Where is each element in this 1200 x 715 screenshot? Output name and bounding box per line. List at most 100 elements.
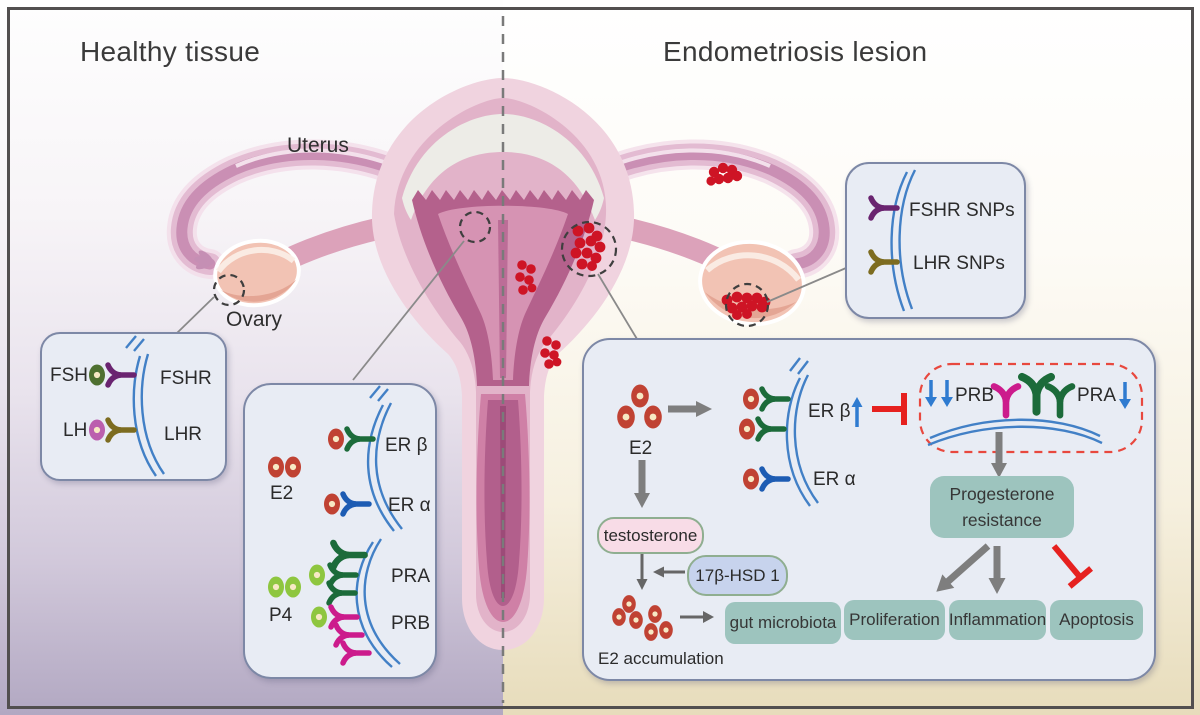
connector-ovary-to-gonadotropin-box <box>176 296 215 334</box>
er-beta-label: ER β <box>808 401 851 422</box>
healthy-tissue-title: Healthy tissue <box>80 36 261 67</box>
prb-receptor-icon <box>994 386 1018 415</box>
lesion-cluster-right-tube <box>706 162 743 186</box>
lesion-cluster-myometrium <box>515 260 537 295</box>
endometriosis-lesion-title: Endometriosis lesion <box>663 36 928 67</box>
arrow-e2-to-testosterone <box>634 460 650 508</box>
p4-ligand-icon <box>311 606 327 628</box>
connector-ovary-to-snp-box <box>766 267 847 303</box>
cell-membrane-icon <box>927 418 1103 447</box>
e2-ligand-icon <box>324 493 340 515</box>
arrow-to-proliferation <box>936 543 991 592</box>
uterus-label: Uterus <box>287 134 349 157</box>
p4-ligand-icon <box>285 576 301 598</box>
left-ovary-illustration <box>213 238 301 308</box>
dashed-marker-lesion-ovary <box>724 282 770 328</box>
p4-label: P4 <box>269 605 293 626</box>
fshr-snps-label: FSHR SNPs <box>909 200 1015 221</box>
up-arrow-icon <box>851 397 863 427</box>
er-alpha-receptor-icon <box>343 494 369 514</box>
steroid-receptor-box: ER β E2 ER α PRA P4 PRB <box>243 383 437 679</box>
pra-label: PRA <box>1077 385 1117 406</box>
e2-accumulation-label: E2 accumulation <box>598 649 724 668</box>
snp-box: FSHR SNPs LHR SNPs <box>845 162 1026 319</box>
inhibition-apoptosis-icon <box>1051 544 1094 589</box>
lhr-receptor-icon <box>108 420 134 440</box>
e2-label: E2 <box>270 483 294 504</box>
cell-membrane-icon <box>785 357 819 507</box>
lesion-pathway-box: E2 ER β ER α PRB PRA Progesterone resist… <box>582 338 1156 681</box>
lh-label: LH <box>63 420 88 441</box>
fshr-receptor-icon <box>108 365 134 385</box>
prb-pra-downregulation-box <box>918 362 1144 454</box>
lesion-cluster-right-ovary <box>721 291 771 320</box>
e2-cluster-icon <box>617 384 662 429</box>
arrow-to-gut-microbiota <box>680 611 714 623</box>
inhibition-icon <box>872 393 907 425</box>
e2-ligand-icon <box>285 456 301 478</box>
pra-receptor-icon <box>333 543 364 567</box>
lesion-cluster-endometrium <box>570 222 606 271</box>
outcome-box-apoptosis: Apoptosis <box>1050 600 1143 640</box>
prb-receptor-icon <box>336 625 362 645</box>
e2-ligand-icon <box>268 456 284 478</box>
dashed-marker-left-ovary <box>212 273 246 307</box>
cell-membrane-icon <box>125 335 165 477</box>
down-arrow-icon <box>941 380 953 407</box>
arrow-testosterone-to-e2 <box>636 552 648 590</box>
down-arrow-icon <box>925 380 937 407</box>
p4-ligand-icon <box>268 576 284 598</box>
prb-label: PRB <box>391 613 431 634</box>
e2-ligand-icon <box>739 418 755 440</box>
fshr-label: FSHR <box>160 368 212 389</box>
connector-endometrium-to-steroid-box <box>352 240 465 381</box>
testosterone-pill: testosterone <box>597 517 704 554</box>
e2-label: E2 <box>629 438 653 459</box>
progesterone-resistance-box: Progesterone resistance <box>930 476 1074 538</box>
enzyme-pill: 17β-HSD 1 <box>687 555 788 596</box>
prb-label: PRB <box>955 385 995 406</box>
dashed-marker-lesion-endometrium <box>560 220 618 278</box>
progesterone-resistance-line2: resistance <box>962 510 1042 530</box>
lh-ligand-icon <box>89 419 105 441</box>
pra-receptor-icon <box>1022 377 1051 412</box>
pra-receptor-icon <box>329 583 355 603</box>
outcome-box-gut-microbiota: gut microbiota <box>725 602 841 644</box>
lhr-label: LHR <box>164 424 203 445</box>
dashed-marker-healthy-endometrium <box>458 210 492 244</box>
down-arrow-icon <box>1119 382 1131 409</box>
prb-receptor-icon <box>343 643 369 663</box>
pra-label: PRA <box>391 566 431 587</box>
outcome-box-inflammation: Inflammation <box>949 600 1046 640</box>
connector-lesion-to-pathway-box <box>597 273 638 340</box>
right-fallopian-tube-illustration <box>591 139 840 279</box>
arrow-to-inflammation <box>988 546 1006 594</box>
pra-receptor-icon <box>330 565 356 585</box>
e2-ligand-icon <box>743 388 759 410</box>
er-alpha-label: ER α <box>388 495 431 516</box>
ovary-label: Ovary <box>226 308 283 331</box>
left-fallopian-tube-illustration <box>166 139 415 279</box>
progesterone-resistance-line1: Progesterone <box>949 483 1055 504</box>
e2-ligand-icon <box>328 428 344 450</box>
arrow-enzyme-input <box>653 566 685 578</box>
fsh-label: FSH <box>50 365 88 386</box>
er-beta-receptor-icon <box>758 419 784 439</box>
arrow-to-progesterone-resistance <box>991 432 1007 478</box>
gonadotropin-receptor-box: FSH FSHR LH LHR <box>40 332 227 481</box>
arrow-e2-to-receptors <box>668 401 712 417</box>
er-beta-label: ER β <box>385 435 428 456</box>
lhr-snps-label: LHR SNPs <box>913 253 1005 274</box>
pra-receptor-icon <box>1048 386 1072 415</box>
p4-ligand-icon <box>309 564 325 586</box>
lesion-cluster-cervix <box>540 336 562 369</box>
e2-ligand-icon <box>743 468 759 490</box>
er-alpha-receptor-icon <box>762 469 788 489</box>
cell-membrane-icon <box>890 169 917 312</box>
fsh-ligand-icon <box>89 364 105 386</box>
er-beta-receptor-icon <box>762 389 788 409</box>
er-alpha-label: ER α <box>813 469 856 490</box>
outcome-box-proliferation: Proliferation <box>844 600 945 640</box>
